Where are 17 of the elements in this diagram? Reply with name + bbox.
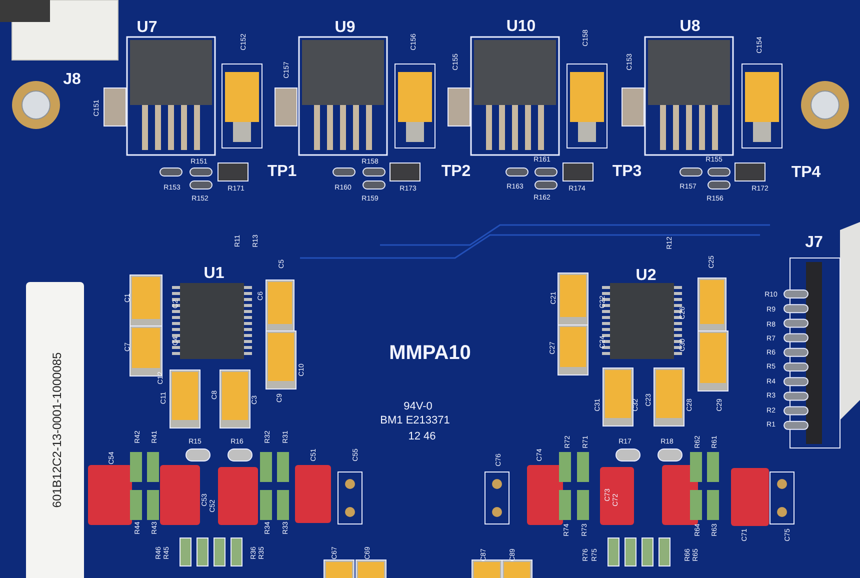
silkscreen-label: U1 xyxy=(204,266,224,282)
silkscreen-label: TP4 xyxy=(791,165,821,181)
serial-number: 601B12C2-13-0001-1000085 xyxy=(51,352,63,508)
silkscreen-label: TP2 xyxy=(441,164,471,180)
silkscreen-label: U2 xyxy=(636,268,656,284)
silkscreen-label: J7 xyxy=(805,235,823,251)
silkscreen-label: MMPA10 xyxy=(389,343,471,363)
silkscreen-label: BM1 E213371 xyxy=(380,416,450,426)
silkscreen-label: 12 46 xyxy=(408,432,436,442)
silkscreen-label: U7 xyxy=(136,20,158,36)
silkscreen-label: U8 xyxy=(680,19,700,35)
silkscreen-label: J8 xyxy=(63,72,81,88)
silkscreen-label: U9 xyxy=(334,20,356,36)
silkscreen-label: TP1 xyxy=(267,164,297,180)
silkscreen-label: U10 xyxy=(506,19,536,35)
silkscreen-label: 94V-0 xyxy=(404,402,432,412)
silkscreen-label: TP3 xyxy=(612,164,642,180)
